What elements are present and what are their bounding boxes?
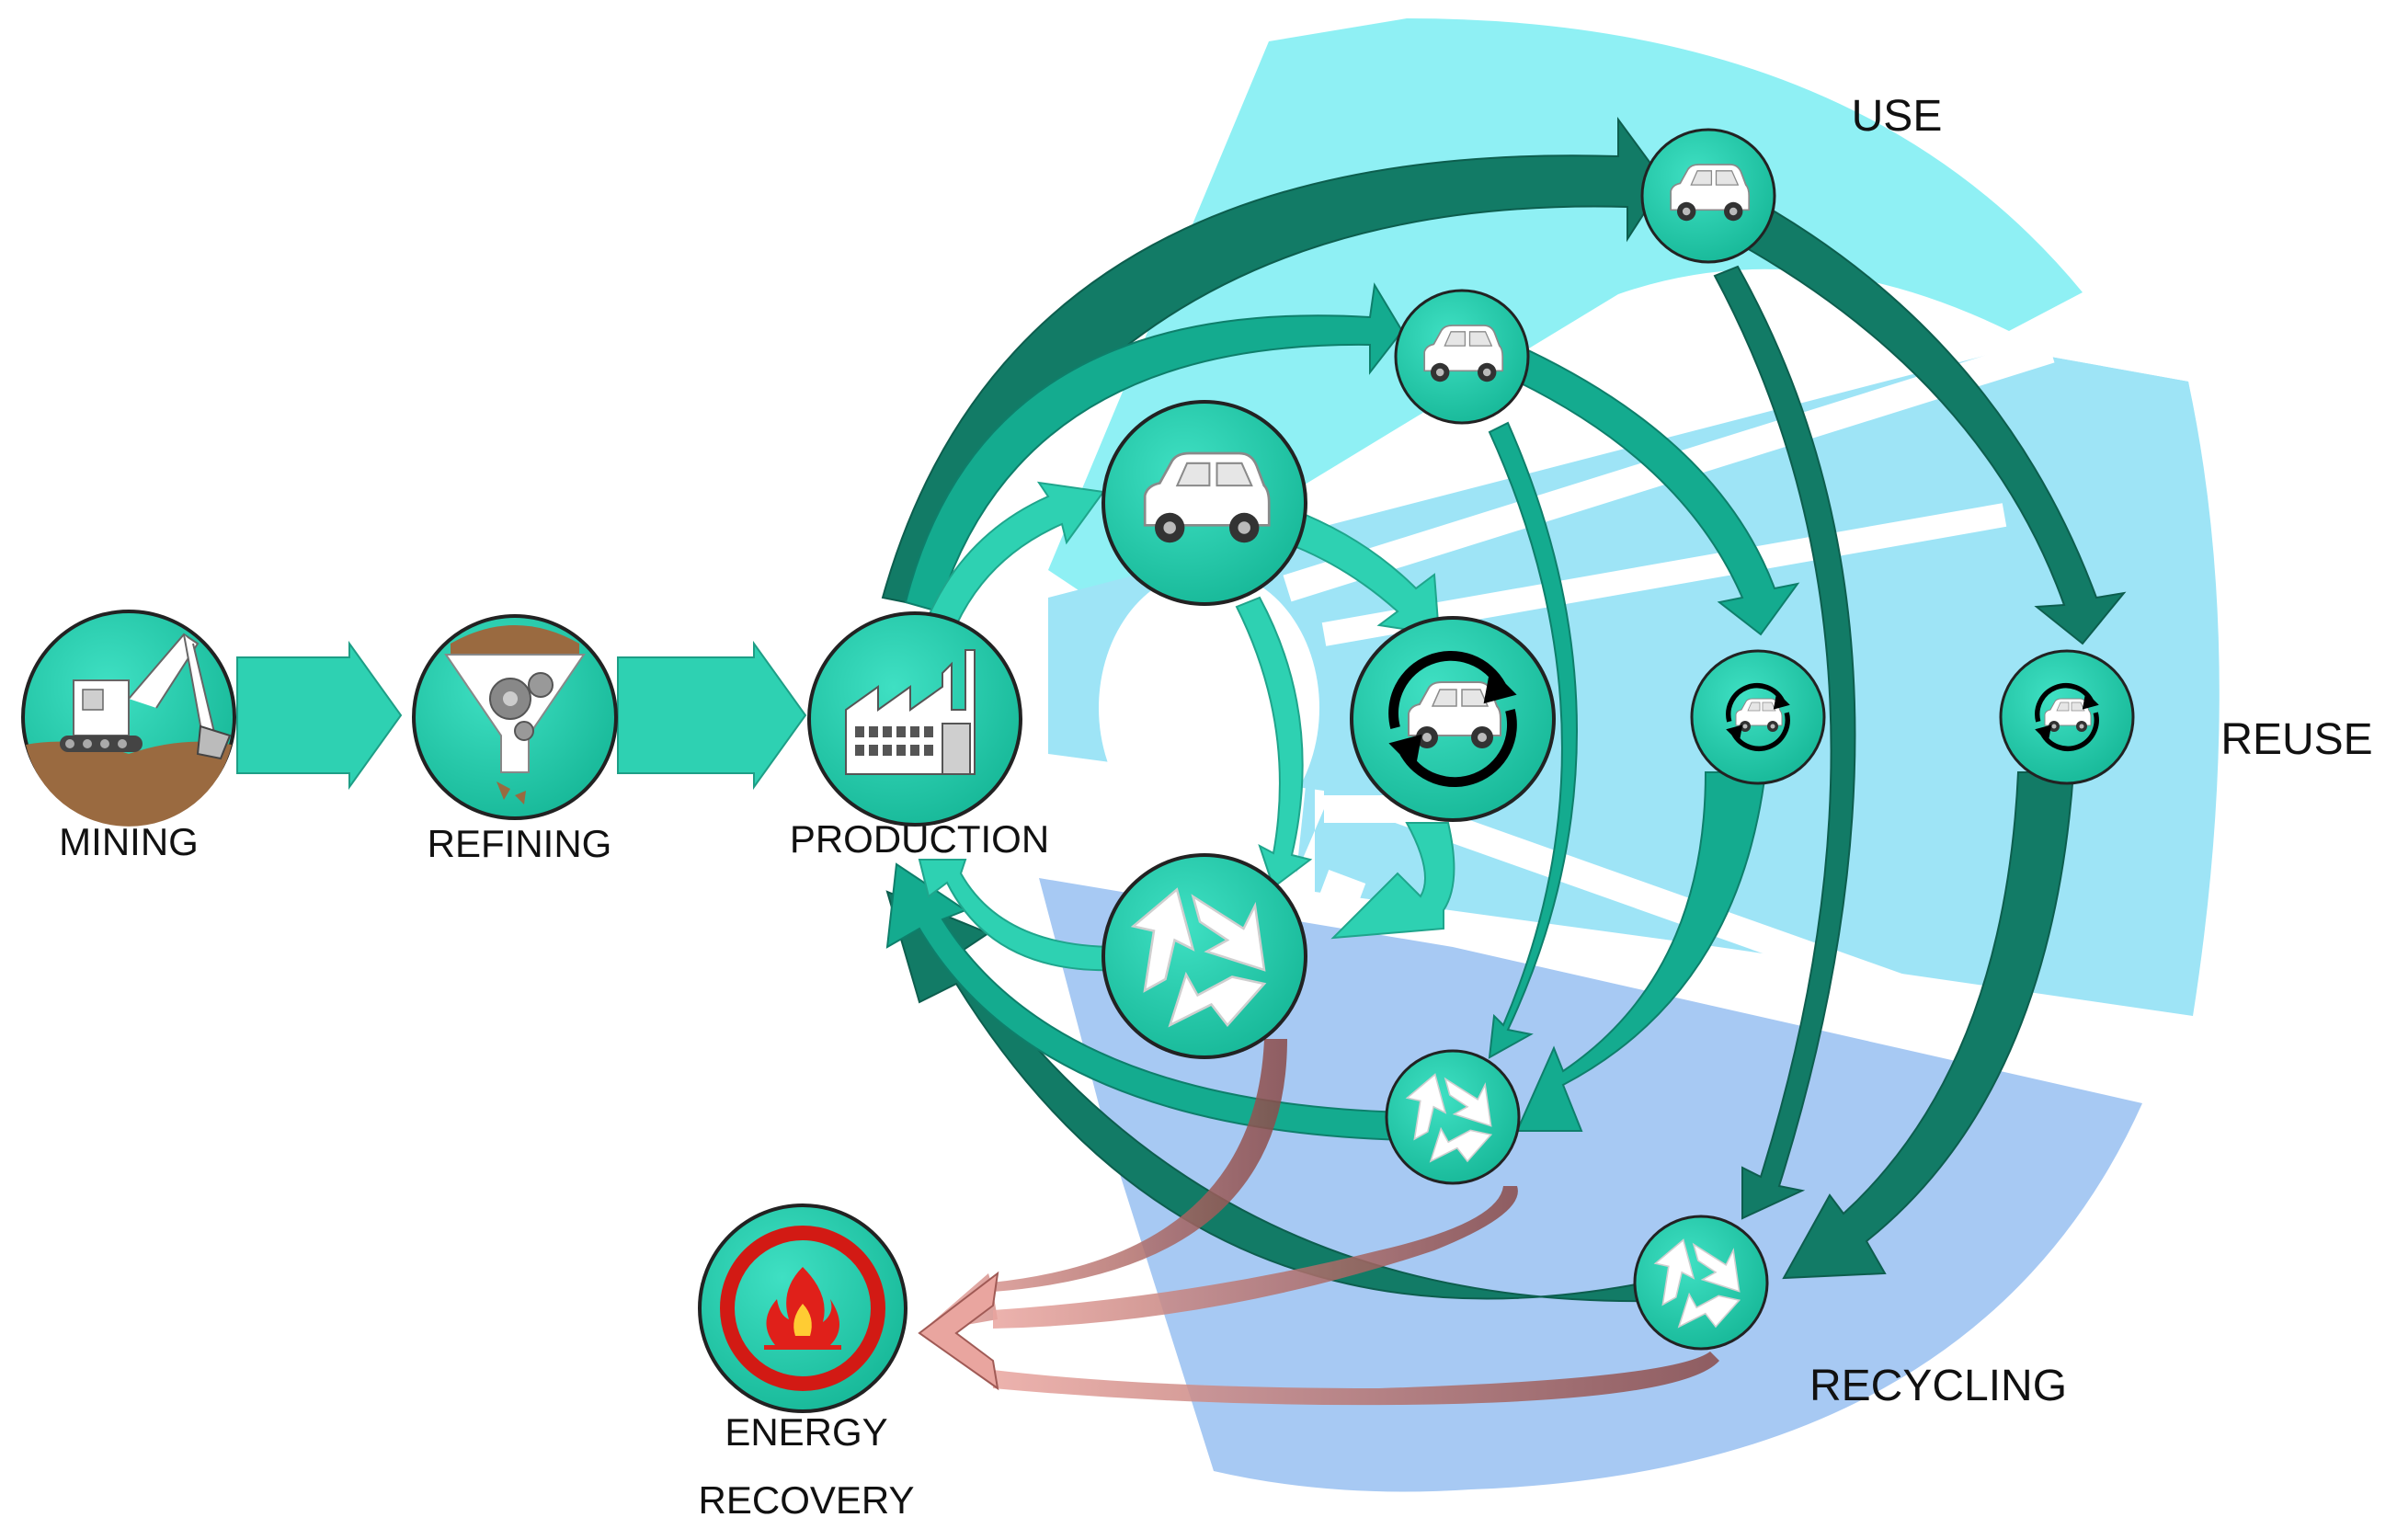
- energy-label-line2: RECOVERY: [699, 1478, 915, 1522]
- refining-node: [412, 614, 618, 820]
- zone-recycling: [1039, 878, 2142, 1492]
- recycling-node-2: [1385, 1049, 1521, 1185]
- arrow-recycling3-production: [918, 859, 1118, 972]
- flame-icon: [764, 1267, 841, 1350]
- arrow-use-reuse: [1745, 210, 2127, 645]
- use-node-2: [1394, 289, 1530, 425]
- reuse-node-2: [1690, 649, 1826, 785]
- arrow-use-recycling: [1713, 265, 1856, 1220]
- use-node-1: [1640, 128, 1776, 264]
- recycling-node-1: [1633, 1215, 1769, 1351]
- arrow-recycling2-production: [885, 862, 1408, 1142]
- arrow-use2-reuse2: [1506, 348, 1800, 636]
- refining-label: REFINING: [428, 822, 612, 865]
- recycling-node-3: [1101, 853, 1307, 1059]
- arrow-use2-recycling2: [1488, 421, 1578, 1059]
- energy-label-line1: ENERGY: [725, 1410, 887, 1454]
- factory-icon: [845, 649, 976, 775]
- use-node-3: [1101, 400, 1307, 606]
- arrow-recycling2-energy: [993, 1186, 1518, 1329]
- reuse-node-3: [1350, 616, 1556, 822]
- reuse-node-1: [1999, 649, 2135, 785]
- zone-use: [1048, 18, 2083, 607]
- mining-node: [21, 610, 236, 827]
- energy-recovery-node: [698, 1203, 907, 1413]
- arrow-recycling1-energy: [993, 1352, 1719, 1406]
- arrow-recycling3-energy: [919, 1039, 1287, 1333]
- arrow-refining-production: [617, 640, 807, 791]
- arrow-reuse3-recycling3: [1330, 822, 1455, 940]
- funnel-gears-icon: [444, 625, 586, 804]
- use-label: USE: [1852, 92, 1943, 141]
- recycling-label: RECYCLING: [1809, 1362, 2067, 1410]
- mining-label: MINING: [59, 820, 199, 863]
- reuse-label: REUSE: [2220, 715, 2372, 764]
- production-node: [807, 611, 1022, 827]
- excavator-icon: [60, 633, 232, 760]
- arrow-reuse-recycling: [1782, 771, 2075, 1280]
- production-label: PRODUCTION: [790, 817, 1049, 861]
